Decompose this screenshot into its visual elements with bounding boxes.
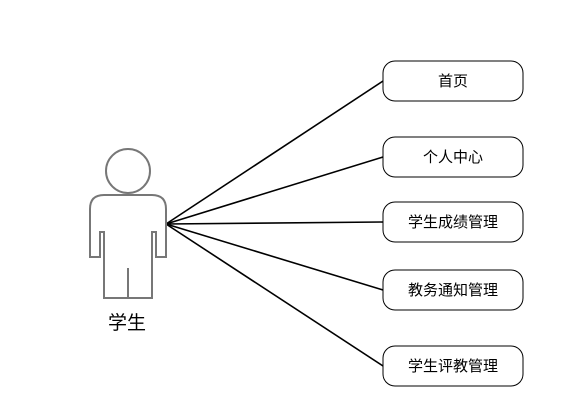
association-lines bbox=[165, 80, 384, 367]
use-case-box bbox=[382, 136, 524, 178]
use-case-label: 学生评教管理 bbox=[408, 357, 498, 375]
use-case-box bbox=[382, 345, 524, 387]
use-case-home: 首页 bbox=[382, 60, 524, 102]
association-line-1 bbox=[165, 80, 384, 225]
use-case-box bbox=[382, 269, 524, 311]
association-line-2 bbox=[165, 156, 384, 225]
use-case-evaluation-management: 学生评教管理 bbox=[382, 345, 524, 387]
actor-label: 学生 bbox=[108, 312, 146, 334]
use-case-box bbox=[382, 60, 524, 102]
use-case-grade-management: 学生成绩管理 bbox=[382, 201, 524, 243]
use-case-label: 学生成绩管理 bbox=[408, 213, 498, 231]
use-case-box bbox=[382, 201, 524, 243]
use-case-label: 个人中心 bbox=[423, 148, 483, 166]
association-line-5 bbox=[165, 223, 384, 367]
use-case-label: 首页 bbox=[438, 72, 468, 90]
stick-figure-icon bbox=[89, 148, 167, 299]
use-case-label: 教务通知管理 bbox=[408, 281, 498, 299]
association-line-4 bbox=[165, 223, 384, 291]
association-line-3 bbox=[165, 221, 384, 225]
use-case-personal-center: 个人中心 bbox=[382, 136, 524, 178]
use-case-notice-management: 教务通知管理 bbox=[382, 269, 524, 311]
actor: 学生 bbox=[89, 148, 167, 334]
